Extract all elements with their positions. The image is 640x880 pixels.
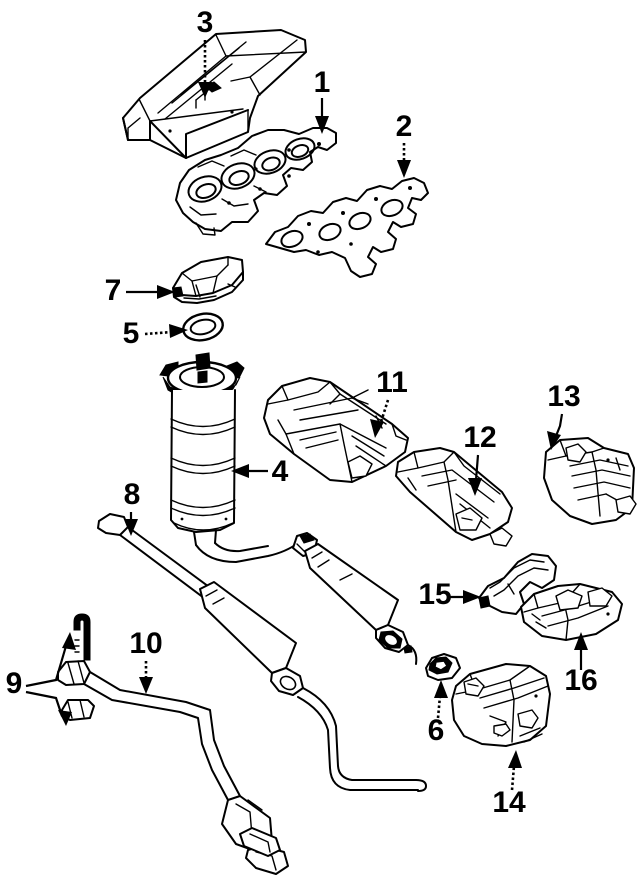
part-8-front-exhaust-pipe[interactable] [97, 513, 427, 792]
leader-1 [315, 98, 329, 134]
part-5-exhaust-seal-ring[interactable] [181, 310, 226, 344]
leader-14 [508, 750, 522, 791]
callout-label-8: 8 [124, 478, 141, 511]
part-15-heat-shield-bracket[interactable] [478, 553, 557, 615]
leader-5 [144, 324, 188, 338]
part-11-floor-heat-shield[interactable] [263, 377, 409, 483]
leader-4 [231, 464, 268, 478]
part-13-heat-shield-right-rear[interactable] [543, 437, 637, 525]
callout-label-6: 6 [428, 714, 445, 747]
part-12-converter-heat-shield[interactable] [395, 447, 513, 547]
leader-11 [370, 399, 390, 438]
leader-12 [468, 454, 482, 496]
callout-label-16: 16 [564, 664, 597, 697]
part-14-heat-shield-lower-rear[interactable] [451, 663, 551, 747]
callout-label-14: 14 [492, 786, 526, 819]
callout-label-13: 13 [547, 380, 580, 413]
callout-label-9: 9 [6, 667, 23, 700]
part-4-catalytic-converter[interactable] [159, 352, 245, 546]
leader-6 [434, 680, 448, 719]
leader-13 [547, 413, 564, 450]
leader-2 [397, 143, 411, 178]
leader-3 [198, 40, 212, 98]
part-3-manifold-heat-shield[interactable] [122, 29, 307, 159]
part-1-exhaust-manifold[interactable] [175, 127, 337, 236]
part-6-small-gasket[interactable] [425, 653, 461, 681]
part-10-tail-pipe[interactable] [57, 660, 289, 875]
part-7-manifold-flange-bracket[interactable] [172, 256, 244, 304]
leader-16 [574, 632, 588, 670]
callout-label-11: 11 [376, 366, 408, 399]
callout-label-2: 2 [396, 110, 413, 143]
part-2-manifold-gasket[interactable] [265, 177, 429, 278]
callout-label-4: 4 [272, 455, 289, 488]
leader-15 [449, 590, 481, 604]
callout-label-1: 1 [314, 66, 331, 99]
leader-8 [124, 512, 138, 536]
part-16-heat-shield-rear-floor[interactable] [520, 583, 623, 641]
callout-label-15: 15 [418, 578, 451, 611]
callout-label-10: 10 [129, 627, 162, 660]
callout-label-7: 7 [105, 274, 122, 307]
leader-10 [139, 661, 153, 694]
leader-9 [25, 632, 76, 726]
callout-label-12: 12 [463, 421, 496, 454]
callout-label-5: 5 [123, 317, 140, 350]
leader-7 [126, 285, 175, 299]
callout-label-3: 3 [197, 6, 214, 39]
